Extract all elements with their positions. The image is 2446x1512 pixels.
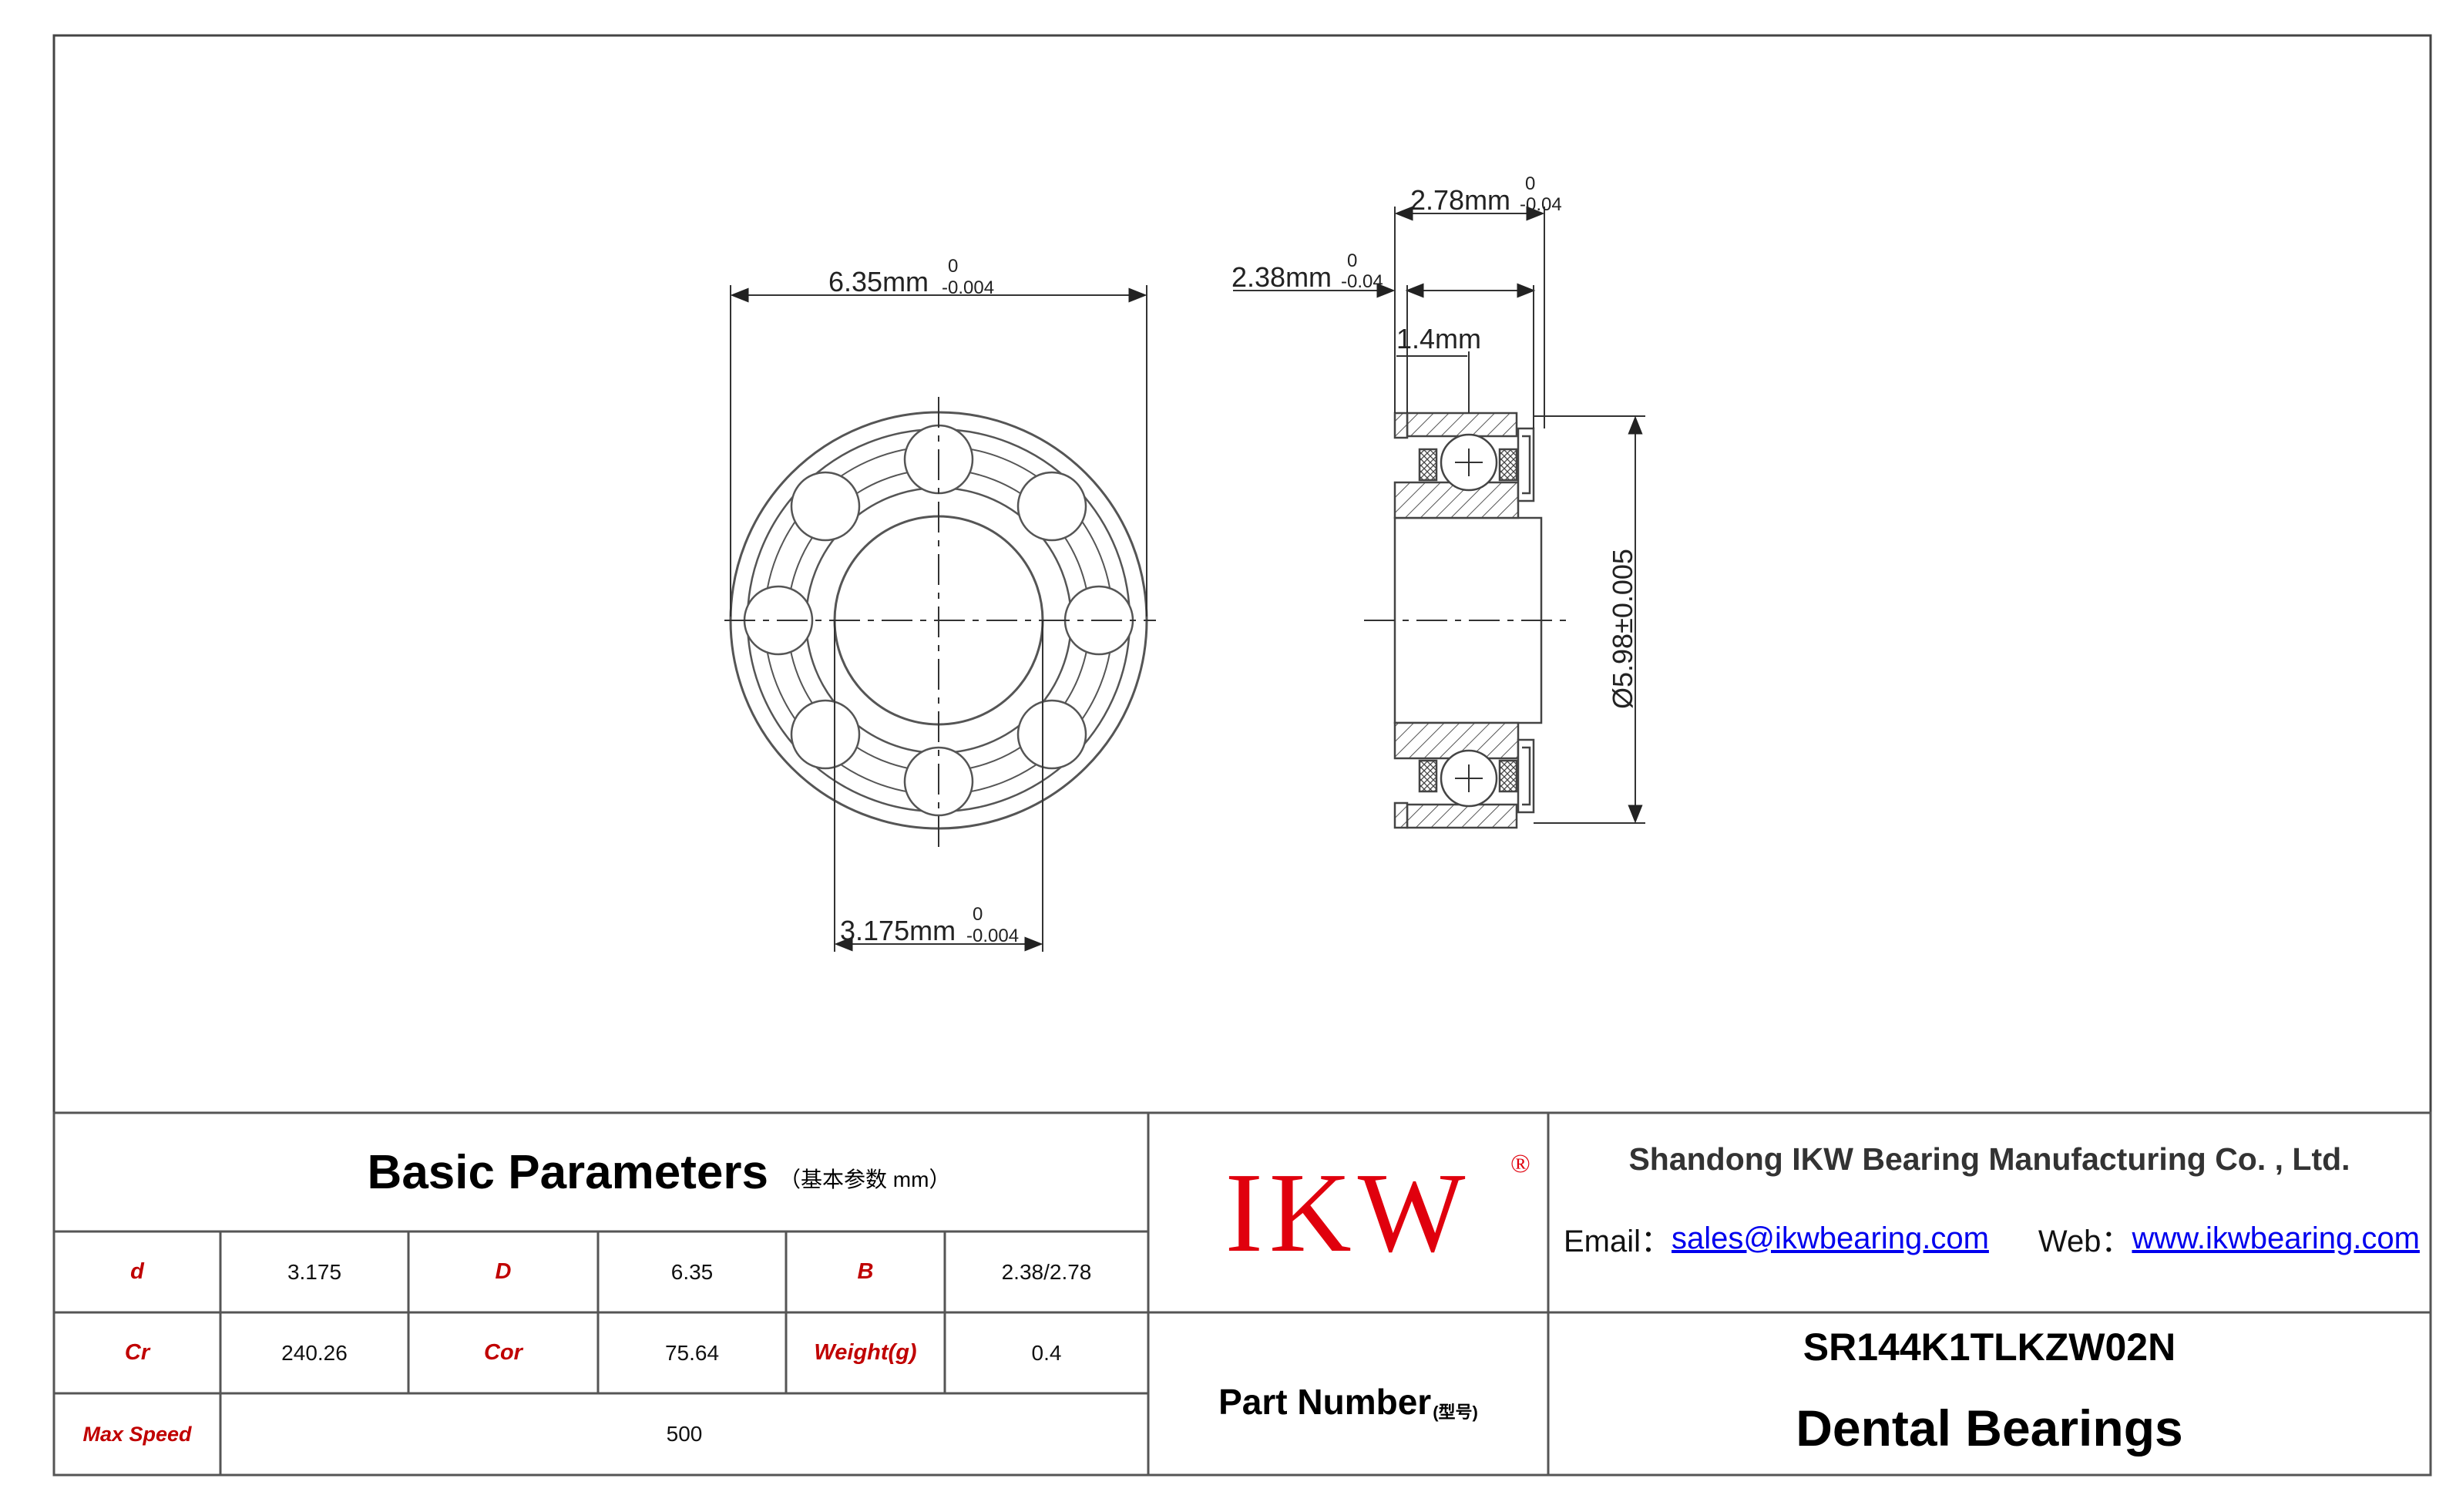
width-flange-value: 2.78mm — [1410, 184, 1510, 216]
product-name: Dental Bearings — [1796, 1399, 2183, 1457]
email-link[interactable]: sales@ikwbearing.com — [1672, 1221, 1989, 1255]
param-weight-value: 0.4 — [1031, 1340, 1062, 1365]
flange-diameter-dimension — [1534, 415, 1645, 824]
front-view — [724, 397, 1156, 848]
company-name: Shandong IKW Bearing Manufacturing Co. ,… — [1628, 1141, 2350, 1177]
param-weight-label: Weight(g) — [814, 1340, 917, 1365]
outer-diameter-value: 6.35mm — [828, 266, 929, 297]
outer-diameter-upper-tol: 0 — [948, 256, 958, 277]
width-dimension — [1233, 283, 1536, 428]
flange-diameter-value: Ø5.98±0.005 — [1607, 549, 1638, 709]
bore-lower-tol: -0.004 — [966, 926, 1019, 946]
param-Cor-label: Cor — [484, 1340, 522, 1365]
param-Cr-label: Cr — [124, 1340, 150, 1365]
logo-text: IKW — [1225, 1149, 1472, 1276]
ball-set — [743, 424, 1134, 817]
param-d-value: 3.175 — [287, 1259, 342, 1284]
bore-dimension — [834, 620, 1043, 952]
width-flange-upper-tol: 0 — [1525, 173, 1535, 194]
web-link[interactable]: www.ikwbearing.com — [2132, 1221, 2420, 1255]
outer-diameter-lower-tol: -0.004 — [942, 277, 994, 298]
outer-diameter-dimension — [730, 285, 1147, 617]
bore-value: 3.175mm — [840, 915, 956, 946]
width-lower-tol: -0.04 — [1341, 271, 1383, 292]
param-B-label: B — [857, 1259, 874, 1284]
part-number-value: SR144K1TLKZW02N — [1803, 1326, 2176, 1369]
param-max-speed-label: Max Speed — [82, 1422, 192, 1446]
param-max-speed-value: 500 — [666, 1422, 703, 1446]
param-d-label: d — [130, 1259, 144, 1284]
contact-row: Email： sales@ikwbearing.com Web： www.ikw… — [1548, 1211, 2431, 1265]
width-upper-tol: 0 — [1347, 250, 1357, 271]
bore-upper-tol: 0 — [973, 904, 983, 925]
param-D-label: D — [495, 1259, 512, 1284]
param-B-value: 2.38/2.78 — [1001, 1259, 1092, 1284]
basic-parameters-title: Basic Parameters — [367, 1145, 769, 1199]
email-label: Email： — [1564, 1225, 1672, 1258]
flange-thickness-dimension — [1394, 339, 1470, 413]
part-number-label-sub: (型号) — [1433, 1402, 1478, 1422]
part-number-heading: Part Number (型号) — [1148, 1312, 1548, 1475]
param-D-value: 6.35 — [670, 1259, 714, 1284]
ikw-logo: IKW ® — [1148, 1113, 1548, 1312]
param-Cr-value: 240.26 — [281, 1340, 348, 1365]
width-flange-lower-tol: -0.04 — [1520, 194, 1562, 215]
width-value: 2.38mm — [1231, 261, 1332, 293]
title-block: Basic Parameters （基本参数 mm） d 3.175 D 6.3… — [54, 1113, 2431, 1475]
web-label: Web： — [2038, 1225, 2132, 1258]
basic-parameters-subtitle: （基本参数 mm） — [779, 1168, 951, 1191]
part-number-label: Part Number — [1218, 1381, 1432, 1422]
param-Cor-value: 75.64 — [664, 1340, 720, 1365]
title-block-grid — [52, 1111, 2432, 1477]
flange-thickness-value: 1.4mm — [1396, 323, 1481, 354]
basic-parameters-heading: Basic Parameters （基本参数 mm） — [54, 1113, 1148, 1231]
registered-mark: ® — [1510, 1150, 1530, 1178]
